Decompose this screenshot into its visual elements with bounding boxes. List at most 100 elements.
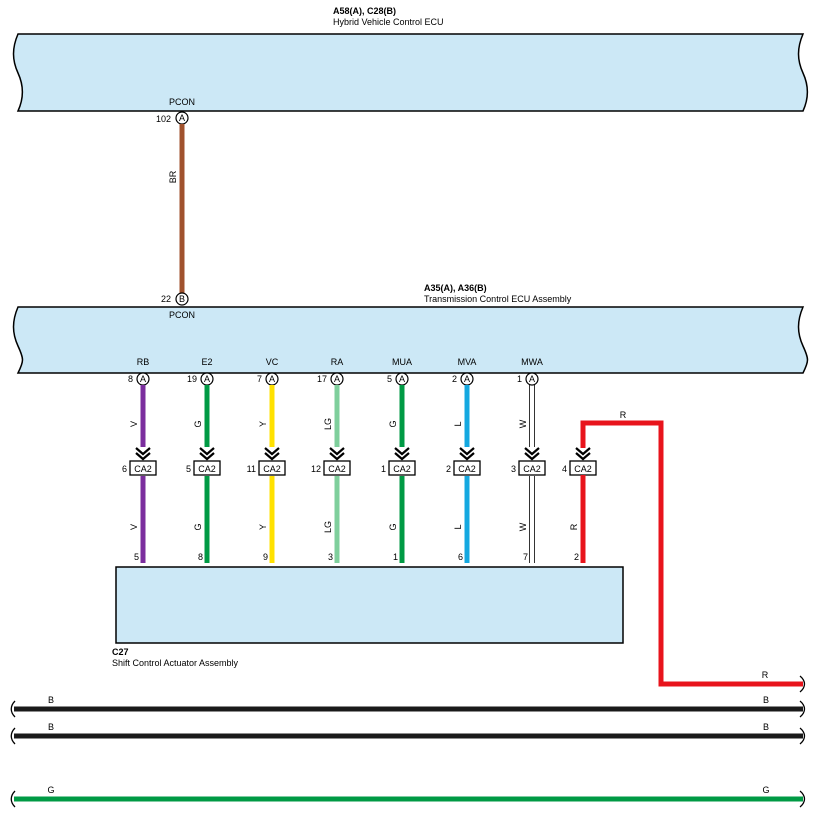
circuit-mva-tcm-pin-name: MVA [458, 357, 477, 367]
circuit-mua-chevron-1 [394, 452, 410, 461]
circuit-ra-junction-label: CA2 [328, 464, 346, 474]
circuit-rb-tcm-pin-number: 8 [128, 374, 133, 384]
circuit-mwa-junction-box [518, 460, 546, 476]
circuit-mua-junction-pin: 1 [381, 464, 386, 474]
circuit-bma-actuator-pin-number: 2 [574, 552, 579, 562]
circuit-mva-wire-color-upper: L [453, 421, 463, 426]
circuit-mva-actuator-pin-number: 6 [458, 552, 463, 562]
circuit-rb-chevron-0 [135, 447, 151, 456]
hv-ecu-connector-letter: A [179, 113, 185, 123]
tcm-code: A35(A), A36(B) [424, 283, 487, 293]
bus-lines-group: B B B B G G [10, 675, 806, 808]
circuit-rb-chevron-1 [135, 452, 151, 461]
circuit-mva-chevron-0 [459, 447, 475, 456]
circuit-e2-junction-pin: 5 [186, 464, 191, 474]
circuit-mva-wire-color-lower: L [453, 524, 463, 529]
circuit-vc-junction-label: CA2 [263, 464, 281, 474]
circuit-mva-chevron-1 [459, 452, 475, 461]
tcm-name: Transmission Control ECU Assembly [424, 294, 572, 304]
bus-line-2-left-break [10, 790, 16, 808]
circuit-mwa-junction-pin: 3 [511, 464, 516, 474]
circuit-ra-junction-box [323, 460, 351, 476]
circuit-mua-wire-color-upper: G [388, 420, 398, 427]
circuit-vc-junction-box [258, 460, 286, 476]
circuit-bma-chevron-0 [575, 447, 591, 456]
actuator-code: C27 [112, 647, 129, 657]
circuit-mwa-tcm-pin-number: 1 [517, 374, 522, 384]
circuit-e2-junction-box [193, 460, 221, 476]
circuit-ra-tcm-connector-letter: A [334, 374, 340, 384]
bus-line-1-right-label: B [763, 722, 769, 732]
circuit-mwa-actuator-pin-number: 7 [523, 552, 528, 562]
circuit-mwa-tcm-connector-circle [525, 372, 539, 386]
bus-line-1-right-break [799, 727, 806, 745]
circuit-vc-tcm-pin-name: VC [266, 357, 279, 367]
circuit-vc-wire-color-upper: Y [258, 421, 268, 427]
bus-line-2-right-label: G [762, 785, 769, 795]
tcm-pcon-connector-circle [175, 292, 189, 306]
bma-feed-wire [580, 420, 803, 687]
circuit-mua-chevron-0 [394, 447, 410, 456]
circuit-ra-actuator-pin-number: 3 [328, 552, 333, 562]
circuit-bma-junction-label: CA2 [574, 464, 592, 474]
circuit-ra-wire-color-lower: LG [323, 521, 333, 533]
tcm-pcon-connector-letter: B [179, 294, 185, 304]
circuit-e2-actuator-pin-number: 8 [198, 552, 203, 562]
circuit-mva-junction-pin: 2 [446, 464, 451, 474]
bus-line-2-left-label: G [47, 785, 54, 795]
tcm-pcon-pin-number: 22 [161, 294, 171, 304]
circuit-mva-tcm-pin-number: 2 [452, 374, 457, 384]
hv-ecu-box [12, 33, 809, 112]
circuit-mwa-junction-label: CA2 [523, 464, 541, 474]
circuit-mwa-chevron-1 [524, 452, 540, 461]
circuit-e2-tcm-connector-letter: A [204, 374, 210, 384]
circuit-vc-actuator-pin-number: 9 [263, 552, 268, 562]
circuit-e2-wire-color-upper: G [193, 420, 203, 427]
circuit-vc-chevron-1 [264, 452, 280, 461]
hv-ecu-pin-name: PCON [169, 97, 195, 107]
circuit-mwa-wire-color-lower: W [518, 522, 528, 531]
circuit-vc-junction-pin: 11 [247, 464, 256, 474]
circuit-rb-junction-pin: 6 [122, 464, 127, 474]
circuit-bma-wire-color-lower: R [569, 523, 579, 530]
circuit-mwa-tcm-connector-letter: A [529, 374, 535, 384]
circuit-e2-chevron-1 [199, 452, 215, 461]
circuit-rb-tcm-pin-name: RB [137, 357, 150, 367]
bma-feed-right-break [799, 675, 806, 693]
bus-line-0-right-break [799, 700, 806, 718]
circuits-group: RBA8VVCA265RBE2A19GGCA258RE2VCA7YYCA2119… [122, 357, 597, 581]
hv-ecu-code: A58(A), C28(B) [333, 6, 396, 16]
circuit-e2-wire-color-lower: G [193, 523, 203, 530]
circuit-mua-wire-color-lower: G [388, 523, 398, 530]
bus-line-2-right-break [799, 790, 806, 808]
bus-line-0-left-break [10, 700, 16, 718]
circuit-mua-junction-box [388, 460, 416, 476]
circuit-mwa-chevron-0 [524, 447, 540, 456]
circuit-rb-junction-box [129, 460, 157, 476]
circuit-mua-tcm-connector-letter: A [399, 374, 405, 384]
hv-ecu-pin-number: 102 [156, 114, 171, 124]
bus-line-1-left-label: B [48, 722, 54, 732]
circuit-rb-actuator-pin-number: 5 [134, 552, 139, 562]
circuit-mua-tcm-pin-name: MUA [392, 357, 412, 367]
circuit-ra-chevron-1 [329, 452, 345, 461]
circuit-vc-tcm-connector-letter: A [269, 374, 275, 384]
bus-line-0-right-label: B [763, 695, 769, 705]
circuit-rb-tcm-connector-letter: A [140, 374, 146, 384]
circuit-mva-junction-label: CA2 [458, 464, 476, 474]
bus-line-0-left-label: B [48, 695, 54, 705]
circuit-mua-actuator-pin-number: 1 [393, 552, 398, 562]
circuit-bma-chevron-1 [575, 452, 591, 461]
bus-line-1-left-break [10, 727, 16, 745]
circuit-rb-junction-label: CA2 [134, 464, 152, 474]
circuit-vc-chevron-0 [264, 447, 280, 456]
bma-top-color-label: R [620, 410, 627, 420]
circuit-ra-junction-pin: 12 [311, 464, 321, 474]
tcm-pcon-pin-name: PCON [169, 310, 195, 320]
circuit-rb-wire-color-lower: V [129, 524, 139, 530]
circuit-rb-wire-color-upper: V [129, 421, 139, 427]
hv-ecu-name: Hybrid Vehicle Control ECU [333, 17, 444, 27]
bma-right-color-label: R [762, 670, 769, 680]
circuit-mva-tcm-connector-letter: A [464, 374, 470, 384]
